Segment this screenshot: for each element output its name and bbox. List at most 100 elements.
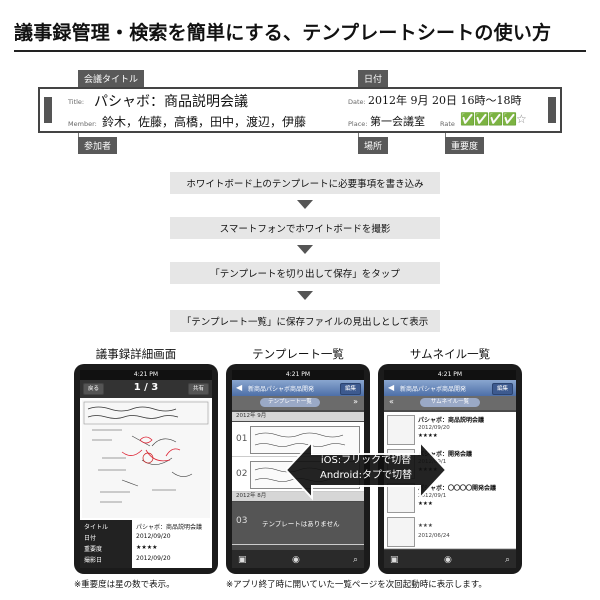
empty-message: テンプレートはありません (262, 520, 340, 528)
whiteboard-photo[interactable] (82, 400, 210, 518)
callout-participants: 参加者 (78, 137, 118, 154)
phone-thumb: 4:21 PM ◀ 新商品パシャボ商品開発 編集 « サムネイル一覧 パシャボ：… (378, 364, 522, 574)
template-sheet: Title: パシャボ：商品説明会議 Member: 鈴木，佐藤，高橋，田中，渡… (38, 87, 562, 133)
photo-icon[interactable]: ▣ (390, 555, 399, 565)
item-date: 2012/06/24 (418, 533, 450, 539)
swipe-double-arrow-icon (286, 439, 446, 501)
list-item[interactable]: パシャボ：商品説明会議 2012/09/20 ★★★★ (384, 412, 516, 447)
callout-importance: 重要度 (445, 137, 485, 154)
page-thumbnail (387, 517, 415, 547)
detail-note: ※重要度は星の数で表示。 (74, 580, 175, 590)
check-star-icon: ✅ (488, 112, 503, 126)
handwritten-title: パシャボ：商品説明会議 (94, 94, 248, 110)
search-icon[interactable]: ⌕ (504, 555, 510, 565)
handwritten-members: 鈴木，佐藤，高橋，田中，渡辺，伊藤 (102, 115, 307, 129)
callout-meeting-title: 会議タイトル (78, 70, 145, 87)
list-item-empty: 03 テンプレートはありません (232, 502, 364, 545)
status-bar: 4:21 PM (80, 370, 212, 380)
overlay-ios-text: iOS:フリックで切替 (320, 455, 412, 466)
info-value-shot-date: 2012/09/20 (136, 555, 171, 562)
item-stars: ★★★ (418, 523, 433, 529)
row-number: 01 (236, 434, 248, 444)
step-1: ホワイトボード上のテンプレートに必要事項を書き込み (170, 172, 440, 194)
page-thumbnail (387, 483, 415, 513)
item-date: 2012/09/1 (418, 493, 447, 499)
thumb-heading: サムネイル一覧 (409, 347, 491, 361)
info-value-date: 2012/09/20 (136, 533, 171, 540)
info-value-importance: ★★★★ (136, 544, 158, 551)
photo-icon[interactable]: ▣ (238, 555, 247, 565)
status-bar: 4:21 PM (232, 370, 364, 380)
list-navbar: ◀ 新商品パシャボ商品開発 編集 (232, 380, 364, 396)
info-value-title: パシャボ：商品説明会議 (136, 524, 203, 531)
month-header: 2012年 8月 (232, 492, 364, 501)
project-title: 新商品パシャボ商品開発 (400, 386, 467, 393)
check-star-icon: ✅ (502, 112, 517, 126)
tab-thumbnail-list[interactable]: サムネイル一覧 (420, 398, 480, 407)
info-label-shot-date: 撮影日 (84, 557, 103, 564)
back-button[interactable]: 戻る (83, 383, 105, 395)
step-4: 「テンプレート一覧」に保存ファイルの見出しとして表示 (170, 310, 440, 332)
whiteboard-sketch (83, 401, 209, 503)
star-icon: ☆ (516, 112, 527, 126)
detail-navbar: 戻る 1 / 3 共有 (80, 380, 212, 398)
callout-line (358, 132, 359, 138)
step-3: 「テンプレートを切り出して保存」をタップ (170, 262, 440, 284)
list-item[interactable]: ★★★ 2012/06/24 (384, 514, 516, 549)
item-date: 2012/09/20 (418, 425, 450, 431)
page-thumbnail (387, 415, 415, 445)
handwritten-date: 2012年 9月 20日 16時～18時 (368, 94, 522, 107)
down-arrow-icon (297, 245, 313, 254)
item-title: パシャボ：商品説明会議 (418, 417, 485, 424)
down-arrow-icon (297, 291, 313, 300)
title-divider (14, 50, 586, 52)
search-icon[interactable]: ⌕ (352, 555, 358, 565)
share-button[interactable]: 共有 (187, 383, 209, 395)
bottom-toolbar: ▣ ◉ ⌕ (384, 550, 516, 568)
prev-page-icon[interactable]: « (389, 397, 394, 406)
edit-button[interactable]: 編集 (491, 383, 513, 395)
next-page-icon[interactable]: » (353, 397, 358, 406)
callout-date: 日付 (358, 70, 389, 87)
project-title: 新商品パシャボ商品開発 (248, 386, 315, 393)
detail-heading: 議事録詳細画面 (95, 347, 177, 361)
detail-info-table: タイトル パシャボ：商品説明会議 日付 2012/09/20 重要度 ★★★★ … (80, 520, 212, 568)
list-heading: テンプレート一覧 (252, 347, 344, 361)
edit-button[interactable]: 編集 (339, 383, 361, 395)
handwritten-place: 第一会議室 (370, 115, 425, 128)
thumb-tab-bar: « サムネイル一覧 (384, 396, 516, 410)
thumb-navbar: ◀ 新商品パシャボ商品開発 編集 (384, 380, 516, 396)
label-title: Title: (68, 98, 85, 106)
row-number: 03 (236, 516, 248, 526)
label-date: Date: (348, 98, 366, 106)
back-arrow-icon[interactable]: ◀ (388, 383, 395, 392)
status-bar: 4:21 PM (384, 370, 516, 380)
callout-line (78, 132, 79, 138)
camera-icon[interactable]: ◉ (444, 555, 452, 565)
item-title: パシャボ：開発会議 (418, 451, 473, 458)
item-title: パシャボ：〇〇〇〇開発会議 (418, 485, 497, 492)
row-number: 02 (236, 469, 248, 479)
info-label-importance: 重要度 (84, 546, 103, 553)
check-star-icon: ✅ (474, 112, 489, 126)
right-marker (548, 97, 556, 123)
down-arrow-icon (297, 200, 313, 209)
camera-icon[interactable]: ◉ (292, 555, 300, 565)
step-2: スマートフォンでホワイトボードを撮影 (170, 217, 440, 239)
month-header: 2012年 9月 (232, 412, 364, 421)
item-stars: ★★★★ (418, 433, 438, 439)
page-title: 議事録管理・検索を簡単にする、テンプレートシートの使い方 (14, 22, 552, 44)
left-marker (44, 97, 52, 123)
page-indicator: 1 / 3 (133, 382, 159, 393)
overlay-android-text: Android:タプで切替 (319, 470, 413, 481)
back-arrow-icon[interactable]: ◀ (236, 383, 243, 392)
tab-template-list[interactable]: テンプレート一覧 (260, 398, 320, 407)
callout-line (445, 132, 446, 138)
list-tab-bar: テンプレート一覧 » (232, 396, 364, 410)
bottom-toolbar: ▣ ◉ ⌕ (232, 550, 364, 568)
detail-screen: 4:21 PM 戻る 1 / 3 共有 タイトル パシャボ：商品説明会議 日付 (80, 370, 212, 568)
label-rate: Rate (440, 120, 455, 128)
item-stars: ★★★ (418, 501, 433, 507)
check-star-icon: ✅ (460, 112, 475, 126)
phone-detail: 4:21 PM 戻る 1 / 3 共有 タイトル パシャボ：商品説明会議 日付 (74, 364, 218, 574)
